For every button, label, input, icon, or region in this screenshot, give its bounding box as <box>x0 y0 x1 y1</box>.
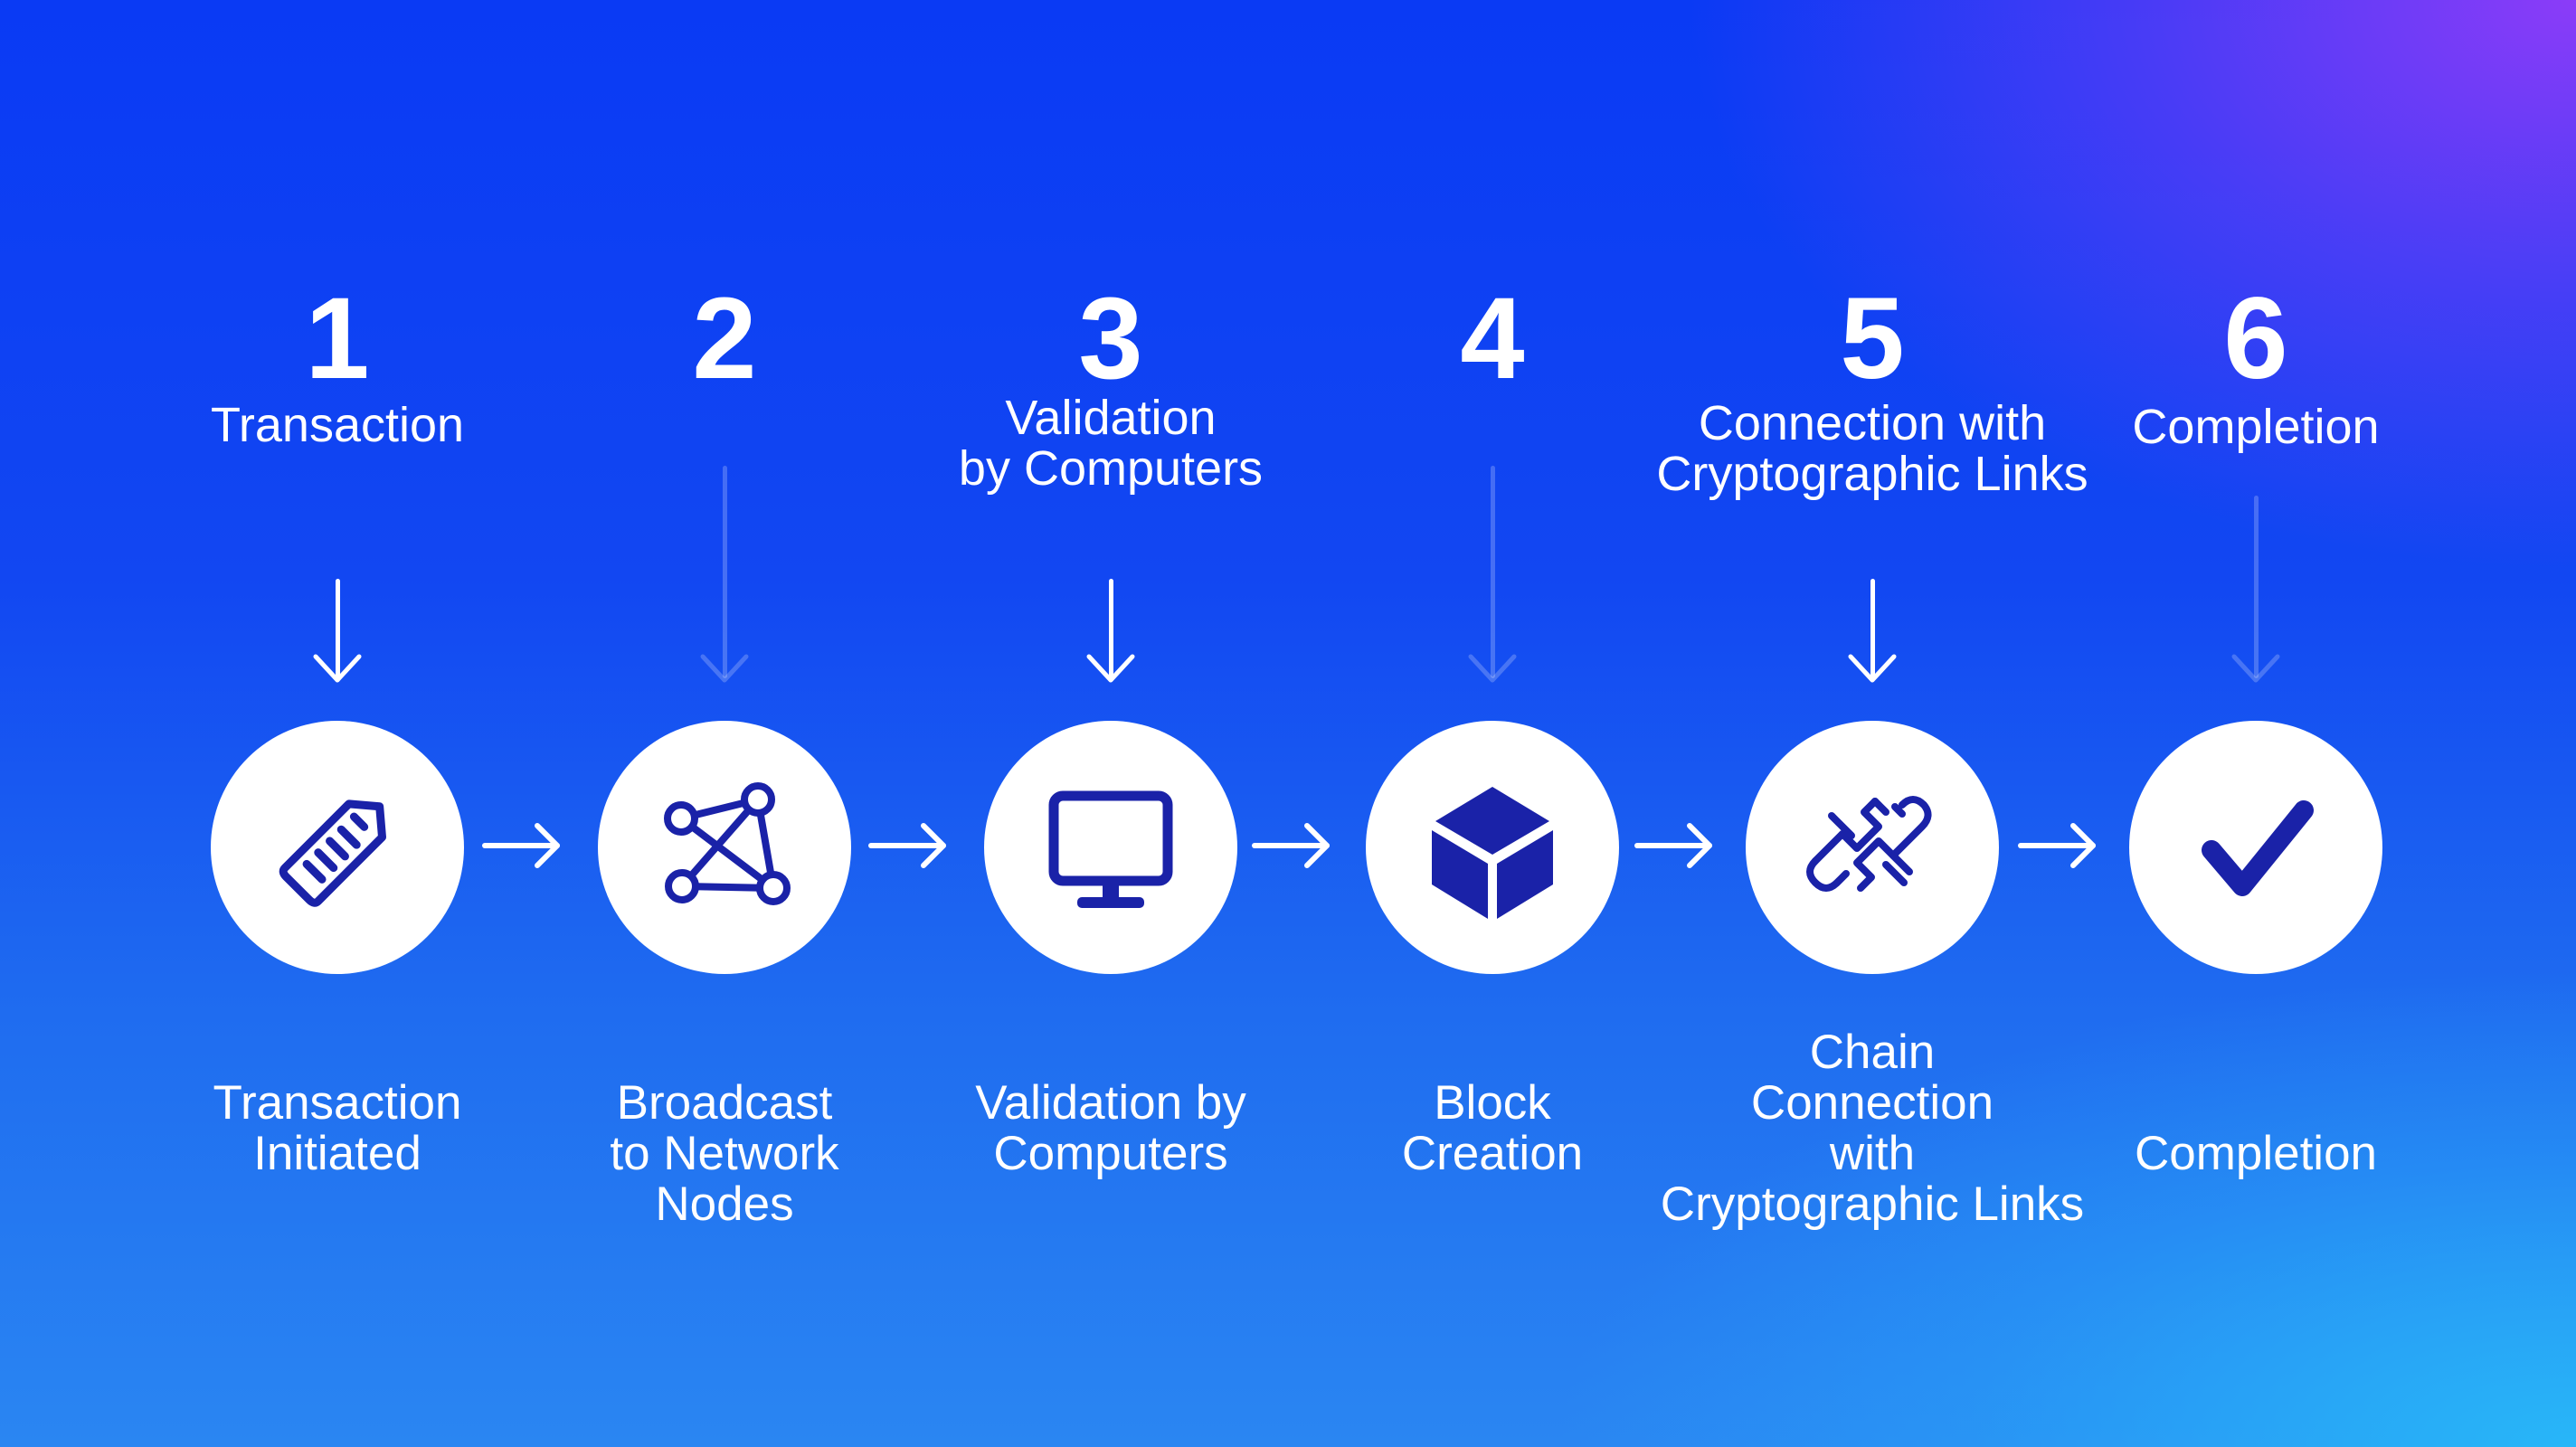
step-number: 1 <box>305 274 370 403</box>
step-number: 4 <box>1460 274 1525 403</box>
step-icon-circle <box>1746 721 1999 974</box>
step-bottom-label: Block Creation <box>1401 1076 1584 1180</box>
down-arrow-line <box>2253 496 2259 678</box>
step-bottom-label: Transaction Initiated <box>213 1076 462 1180</box>
right-arrow-icon <box>868 823 946 868</box>
down-arrow-icon <box>1468 654 1517 683</box>
right-arrow-icon <box>482 823 560 868</box>
step-5: 5 Connection with Cryptographic Links Ch… <box>1601 0 2144 1447</box>
step-1: 1 Transaction Transaction Initiated <box>66 0 609 1447</box>
step-top-label: Connection with Cryptographic Links <box>1656 396 2088 501</box>
cube-block-icon <box>1432 787 1553 919</box>
step-bottom-label: Completion <box>2134 1127 2378 1180</box>
step-icon-circle <box>1366 721 1619 974</box>
step-4: 4 Block Creation <box>1221 0 1764 1447</box>
step-2: 2 Broadcast to Network Nodes <box>453 0 996 1447</box>
down-arrow-line <box>335 579 340 678</box>
down-arrow-icon <box>1848 654 1897 683</box>
down-arrow-line <box>1108 579 1113 678</box>
step-number: 3 <box>1078 274 1143 403</box>
chain-link-icon <box>1806 796 1932 892</box>
step-bottom-label: Chain Connection with Cryptographic Link… <box>1660 1026 2085 1231</box>
down-arrow-icon <box>2231 654 2280 683</box>
step-number: 2 <box>692 274 757 403</box>
step-top-label: Transaction <box>210 398 465 452</box>
step-3: 3 Validation by Computers Validation by … <box>839 0 1382 1447</box>
step-top-label: Validation by Computers <box>958 391 1264 496</box>
down-arrow-icon <box>700 654 749 683</box>
computer-monitor-icon <box>1048 790 1173 908</box>
step-bottom-label: Validation by Computers <box>975 1076 1246 1180</box>
ticket-tag-icon <box>279 799 386 907</box>
step-number: 5 <box>1840 274 1905 403</box>
right-arrow-icon <box>2018 823 2096 868</box>
step-bottom-label: Broadcast to Network Nodes <box>610 1076 839 1231</box>
down-arrow-line <box>1870 579 1875 678</box>
step-icon-circle <box>984 721 1237 974</box>
down-arrow-icon <box>313 654 362 683</box>
right-arrow-icon <box>1252 823 1330 868</box>
checkmark-icon <box>2202 800 2314 896</box>
step-icon-circle <box>2129 721 2382 974</box>
network-nodes-icon <box>664 782 791 905</box>
step-top-label: Completion <box>2132 400 2380 454</box>
down-arrow-icon <box>1086 654 1135 683</box>
step-icon-circle <box>211 721 464 974</box>
step-6: 6 Completion Completion <box>1984 0 2527 1447</box>
step-icon-circle <box>598 721 851 974</box>
down-arrow-line <box>1490 466 1495 678</box>
right-arrow-icon <box>1634 823 1712 868</box>
step-number: 6 <box>2223 274 2288 403</box>
down-arrow-line <box>722 466 727 678</box>
